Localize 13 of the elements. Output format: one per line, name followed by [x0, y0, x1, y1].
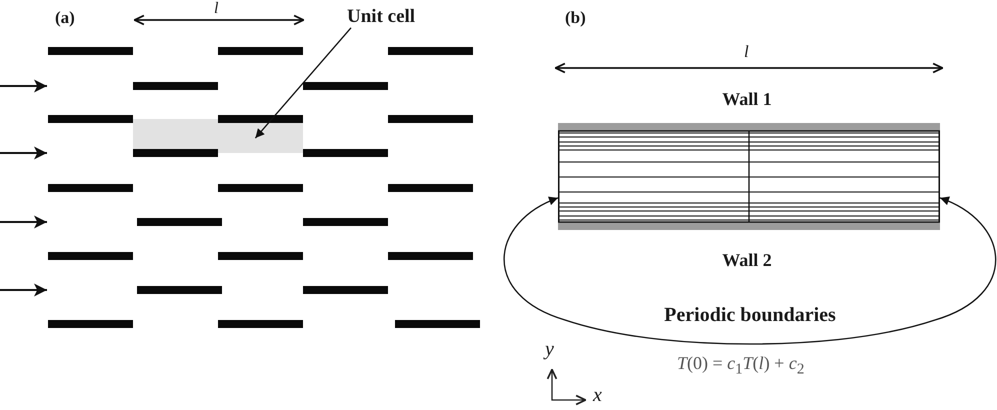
panel-label: (a) — [55, 8, 75, 28]
callout-label: Unit cell — [347, 6, 416, 28]
panel-label: (b) — [565, 8, 586, 28]
mesh-grid — [558, 123, 940, 230]
leader-line — [254, 27, 352, 138]
axis-label: x — [593, 384, 602, 407]
dimension-label: l — [744, 42, 749, 62]
wall-label: Wall 2 — [722, 250, 772, 271]
formula-text: T(0) = c$_{1}$T(l) + c$_{2}$ — [677, 353, 804, 379]
axis-label: y — [545, 338, 554, 361]
wall-label: Wall 1 — [722, 89, 772, 110]
boundary-arrow — [504, 197, 996, 345]
dimension-label: l — [214, 0, 218, 18]
